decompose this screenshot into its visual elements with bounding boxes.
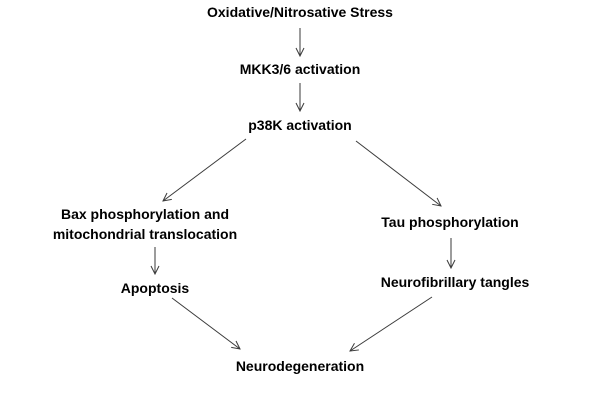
node-bax-phosphorylation: Bax phosphorylation and mitochondrial tr…: [10, 204, 280, 244]
node-neurofibrillary-tangles-label: Neurofibrillary tangles: [380, 274, 530, 290]
node-p38k-activation: p38K activation: [180, 115, 420, 135]
node-mkk-activation: MKK3/6 activation: [180, 59, 420, 79]
node-mkk-activation-label: MKK3/6 activation: [239, 61, 361, 77]
node-bax-line-1: Bax phosphorylation and: [60, 206, 229, 222]
node-apoptosis-label: Apoptosis: [120, 280, 190, 296]
node-neurofibrillary-tangles: Neurofibrillary tangles: [350, 272, 560, 292]
node-oxidative-stress: Oxidative/Nitrosative Stress: [150, 2, 450, 22]
arrow-apoptosis-to-neuro: [171, 297, 240, 349]
node-bax-line-2: mitochondrial translocation: [52, 226, 238, 242]
node-apoptosis: Apoptosis: [90, 278, 220, 298]
arrow-nft-to-neuro: [350, 296, 433, 351]
node-tau-phosphorylation: Tau phosphorylation: [355, 212, 545, 232]
node-neurodegeneration-label: Neurodegeneration: [235, 358, 365, 374]
node-neurodegeneration: Neurodegeneration: [190, 356, 410, 376]
node-tau-phosphorylation-label: Tau phosphorylation: [381, 214, 519, 230]
arrow-p38k-to-bax: [163, 138, 247, 201]
node-oxidative-stress-label: Oxidative/Nitrosative Stress: [207, 4, 393, 20]
node-p38k-activation-label: p38K activation: [248, 117, 352, 133]
arrow-p38k-to-tau: [355, 140, 441, 206]
